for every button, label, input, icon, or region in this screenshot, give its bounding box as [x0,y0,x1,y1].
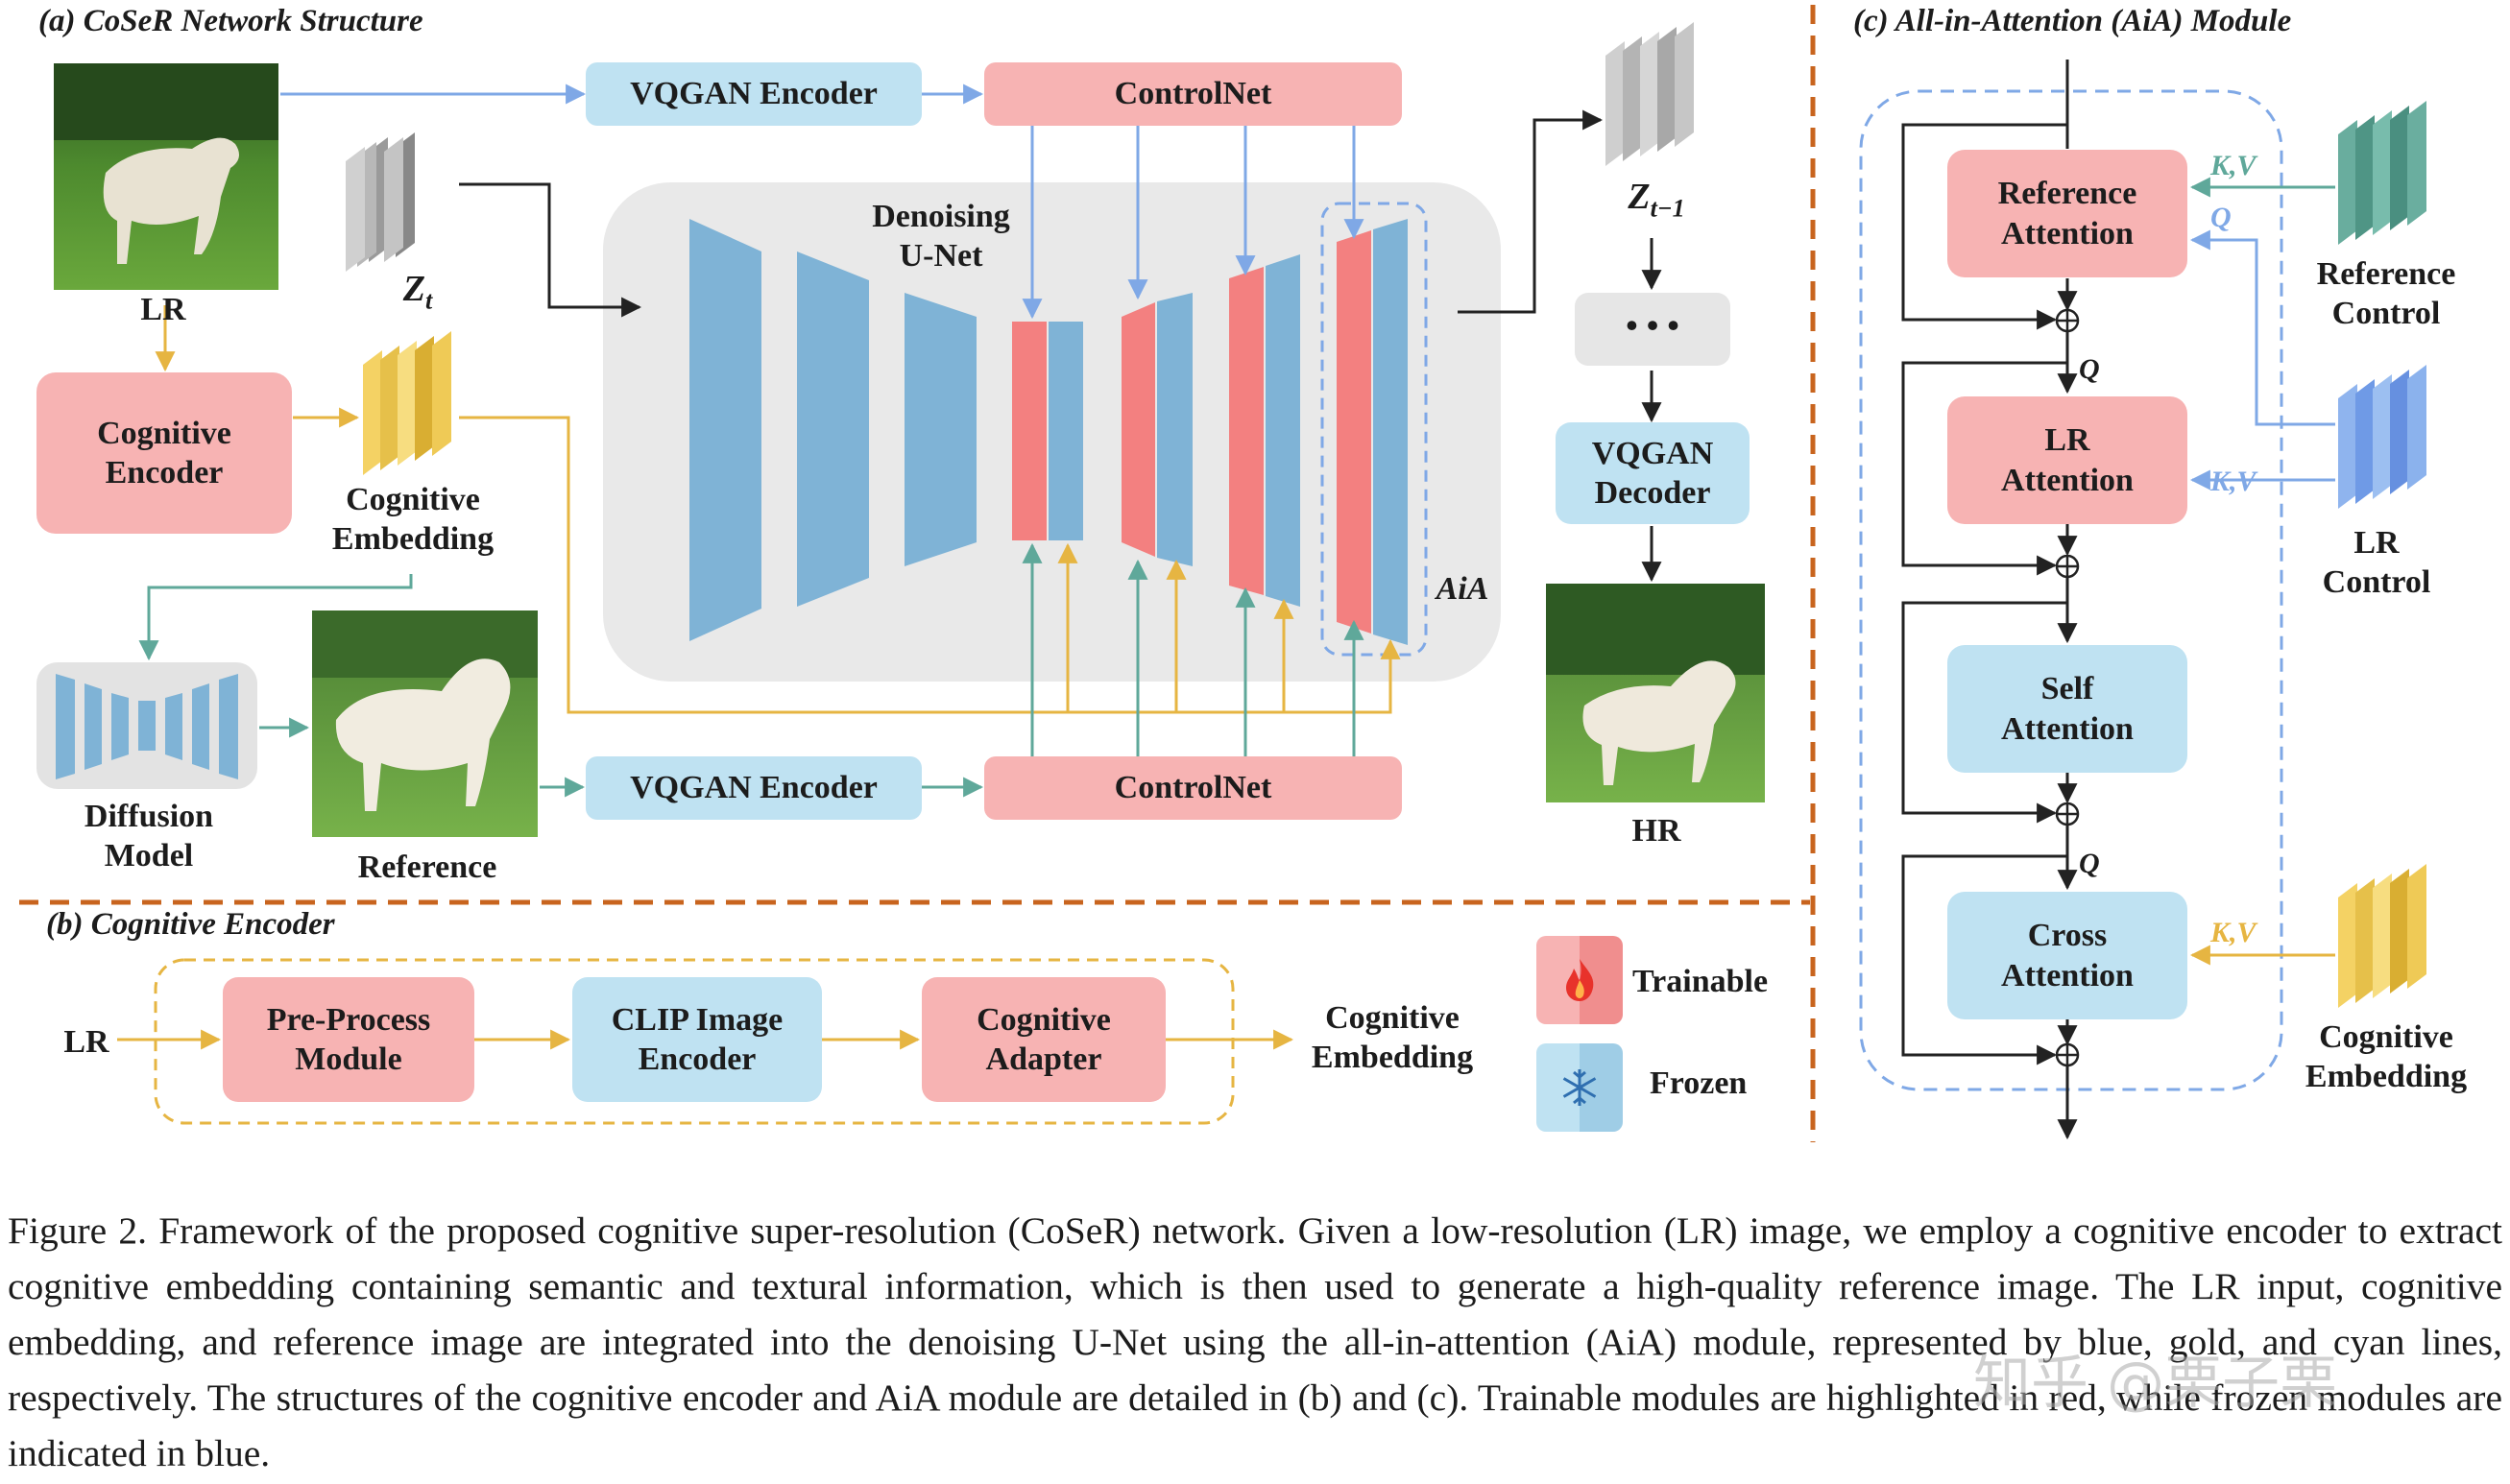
mid-block-red [1012,322,1047,540]
figure-caption: Figure 2. Framework of the proposed cogn… [8,1209,2502,1474]
dots-label: • • • [1626,306,1679,345]
cognitive-encoder-box: Cognitive Encoder [36,372,292,534]
reference-control-tensor [2338,101,2426,245]
decoder-block-2-blue [1266,254,1300,607]
encoder-block-3 [905,293,977,566]
self-attention-box: Self Attention [1947,645,2187,773]
vqgan-encoder-bottom: VQGAN Encoder [586,756,922,820]
snowflake-icon [1536,1043,1623,1132]
controlnet-top: ControlNet [984,62,1402,126]
decoder-block-3-red [1337,230,1371,634]
aia-flow [1901,60,2078,1140]
encoder-block-2 [797,251,869,607]
hr-image [1546,584,1765,802]
network-arrows [138,84,1662,798]
q-reference-label: Q [2210,202,2232,233]
lr-control-label: LR Control [2322,525,2431,601]
unet-blocks [689,219,1408,645]
kv-reference-label: K,V [2210,150,2257,181]
lr-attention-box: LR Attention [1947,396,2187,524]
cognitive-embedding-label: Cognitive Embedding [331,482,495,558]
hr-image-label: HR [1631,813,1681,849]
zt1-label: Zt−1 [1628,177,1685,223]
lr-control-tensor [2338,365,2426,509]
decoder-block-1-blue [1157,293,1193,566]
zt1-tensor [1605,22,1694,166]
aia-embedding-tensor [2338,864,2426,1008]
reference-attention-box: Reference Attention [1947,150,2187,277]
vqgan-decoder-box: VQGAN Decoder [1556,422,1750,524]
dots-box [1575,293,1730,366]
zt-tensor [346,132,415,272]
legend-trainable-label: Trainable [1632,964,1769,999]
encoder-dashed-box [154,958,1235,1125]
decoder-block-2-red [1229,267,1264,595]
decoder-block-1-red [1122,302,1155,557]
q-cross-label: Q [2079,848,2100,879]
section-a-title: (a) CoSeR Network Structure [38,4,423,38]
section-b-title: (b) Cognitive Encoder [46,907,335,942]
figure-canvas [19,5,2426,1142]
decoder-block-3-blue [1373,219,1408,645]
lr-image-label: LR [140,292,186,327]
aia-cognitive-embedding-label: Cognitive Embedding [2305,1019,2468,1095]
lr-image [54,63,278,290]
denoising-unet-label: Denoising U-Net [872,199,1010,275]
diffusion-model-icon [56,674,238,779]
encoder-block-1 [689,219,761,641]
kv-cross-label: K,V [2210,917,2257,948]
encoder-output-label: Cognitive Embedding [1311,1000,1474,1076]
encoder-lr-label: LR [63,1024,109,1060]
mid-block-blue [1049,322,1083,540]
aia-block-label: AiA [1436,571,1489,607]
vqgan-encoder-top: VQGAN Encoder [586,62,922,126]
legend-frozen-label: Frozen [1650,1065,1748,1101]
reference-control-label: Reference Control [2316,256,2456,332]
cognitive-adapter-box: Cognitive Adapter [922,977,1166,1102]
q-lr-label: Q [2079,353,2100,385]
cross-attention-box: Cross Attention [1947,892,2187,1019]
section-c-title: (c) All-in-Attention (AiA) Module [1853,4,2292,38]
clip-image-encoder-box: CLIP Image Encoder [572,977,822,1102]
watermark: 知乎 @栗子栗 [1973,1350,2338,1417]
aia-control-arrows [2189,177,2335,966]
zt-label: Zt [402,269,433,315]
cognitive-embedding-tensor [363,331,451,475]
flame-icon [1536,936,1623,1024]
aia-sum-nodes [2055,308,2080,1067]
reference-image-label: Reference [357,850,497,885]
preprocess-module-box: Pre-Process Module [223,977,474,1102]
controlnet-bottom: ControlNet [984,756,1402,820]
kv-lr-label: K,V [2210,466,2257,497]
reference-image [312,610,538,837]
diffusion-model-label: Diffusion Model [84,799,214,874]
